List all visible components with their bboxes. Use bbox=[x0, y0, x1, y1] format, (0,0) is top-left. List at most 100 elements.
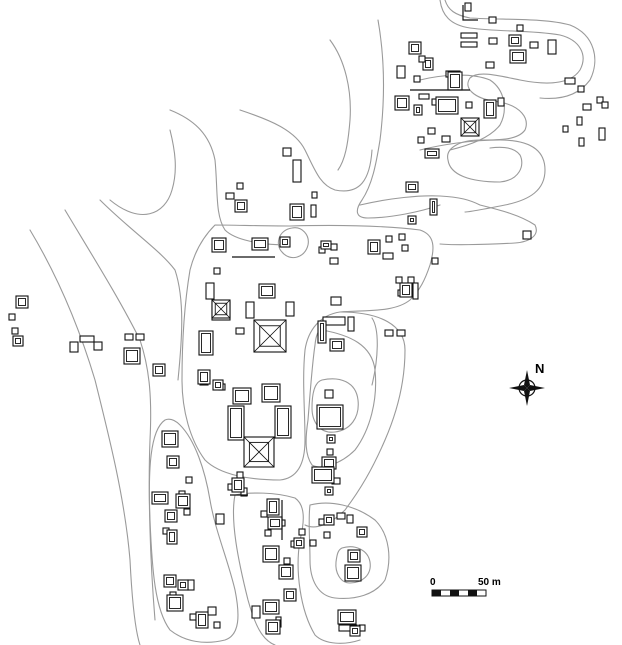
structure bbox=[418, 55, 426, 63]
contour-line bbox=[371, 317, 378, 386]
structure bbox=[311, 191, 318, 199]
structure bbox=[465, 101, 473, 109]
structure bbox=[352, 628, 358, 634]
structure bbox=[214, 240, 224, 250]
structure bbox=[285, 301, 295, 317]
structure bbox=[235, 390, 249, 402]
structure bbox=[488, 37, 498, 45]
structure bbox=[264, 386, 278, 400]
structure bbox=[347, 316, 355, 332]
structure bbox=[324, 459, 334, 467]
structure bbox=[564, 77, 576, 85]
structure bbox=[135, 333, 145, 341]
structure bbox=[382, 252, 394, 260]
structure bbox=[562, 125, 569, 133]
structure bbox=[215, 513, 225, 525]
structure bbox=[582, 103, 592, 111]
structure bbox=[314, 469, 332, 481]
contour-line bbox=[169, 109, 291, 246]
structure bbox=[407, 276, 415, 284]
structure bbox=[200, 372, 208, 382]
structure bbox=[402, 285, 410, 295]
structure bbox=[329, 437, 333, 441]
structure bbox=[511, 37, 519, 44]
structure bbox=[283, 557, 291, 565]
structure bbox=[488, 16, 497, 24]
contour-line bbox=[277, 227, 309, 259]
structure bbox=[516, 24, 524, 32]
pyramid bbox=[243, 436, 275, 468]
structure bbox=[395, 276, 403, 284]
structure bbox=[464, 2, 472, 12]
structure bbox=[11, 327, 19, 335]
structure bbox=[547, 39, 557, 55]
structure bbox=[167, 512, 175, 520]
structure bbox=[169, 597, 181, 609]
structure bbox=[198, 614, 206, 626]
structure bbox=[578, 137, 585, 147]
structure bbox=[512, 52, 524, 61]
structure bbox=[427, 127, 436, 135]
structure bbox=[282, 239, 288, 245]
structure bbox=[124, 333, 134, 341]
structure bbox=[215, 382, 221, 388]
contour-line bbox=[232, 494, 276, 645]
structure bbox=[596, 96, 604, 104]
structure bbox=[15, 338, 21, 344]
structure bbox=[270, 519, 280, 527]
structure bbox=[577, 85, 585, 93]
structure bbox=[432, 201, 435, 213]
structure bbox=[183, 508, 191, 516]
contour-line bbox=[359, 195, 537, 246]
contour-lines bbox=[29, 0, 596, 645]
structures bbox=[8, 2, 609, 637]
structure bbox=[425, 60, 431, 68]
structure bbox=[254, 240, 266, 248]
contour-line bbox=[447, 146, 523, 183]
structure bbox=[340, 612, 354, 622]
structure bbox=[264, 529, 272, 537]
structure bbox=[230, 408, 242, 438]
structure bbox=[309, 539, 317, 547]
structure bbox=[327, 489, 331, 493]
contour-line bbox=[311, 378, 359, 433]
structure bbox=[155, 366, 163, 374]
structure bbox=[8, 313, 16, 321]
structure bbox=[261, 286, 273, 296]
structure bbox=[359, 529, 365, 535]
structure bbox=[431, 257, 439, 265]
structure bbox=[236, 471, 244, 479]
structure bbox=[169, 458, 177, 466]
structure bbox=[93, 341, 103, 351]
contour-line bbox=[239, 109, 373, 192]
structure bbox=[329, 257, 339, 265]
pyramids bbox=[211, 117, 480, 468]
structure bbox=[269, 501, 277, 513]
north-arrow: N bbox=[509, 361, 545, 406]
structure bbox=[336, 512, 346, 520]
contour-line bbox=[335, 546, 371, 584]
contour-line bbox=[64, 209, 156, 621]
scale-bar: 0 50 m bbox=[430, 577, 501, 597]
contour-line bbox=[329, 39, 351, 171]
structure bbox=[323, 531, 331, 539]
structure bbox=[350, 552, 358, 560]
structure bbox=[169, 532, 175, 542]
structure bbox=[265, 548, 277, 560]
structure bbox=[408, 184, 416, 190]
structure bbox=[529, 41, 539, 49]
structure bbox=[189, 613, 197, 621]
structure bbox=[18, 298, 26, 306]
structure bbox=[292, 206, 302, 218]
structure bbox=[201, 333, 211, 353]
structure bbox=[413, 75, 421, 83]
structure bbox=[576, 116, 583, 126]
structure bbox=[320, 323, 324, 341]
contour-line bbox=[356, 19, 441, 219]
structure bbox=[332, 341, 342, 349]
structure bbox=[460, 32, 478, 39]
structure bbox=[401, 244, 409, 252]
structure bbox=[418, 93, 430, 100]
structure bbox=[207, 606, 217, 616]
structure bbox=[324, 389, 334, 399]
